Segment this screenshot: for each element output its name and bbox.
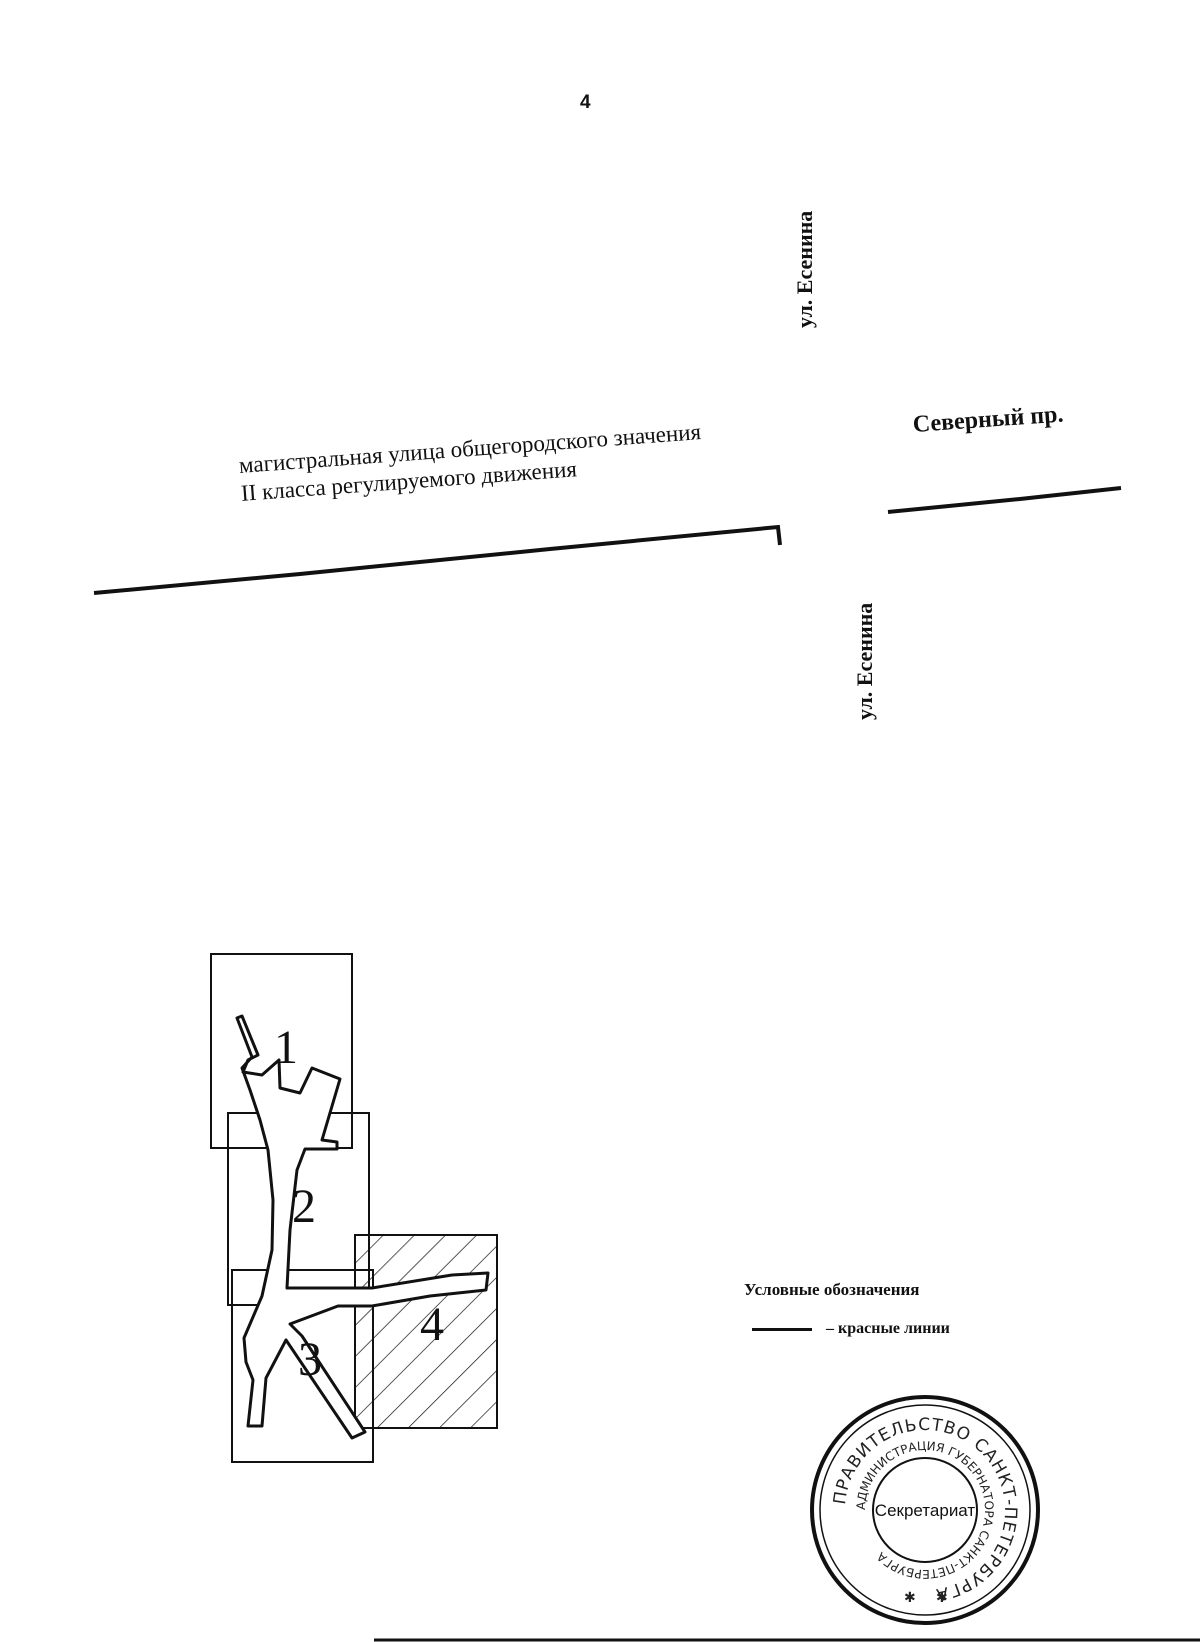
seal-star-left: ✱ (904, 1590, 916, 1606)
territory-outline (235, 1014, 490, 1440)
red-line-east (887, 486, 1122, 514)
sheet-number-2: 2 (292, 1180, 316, 1233)
legend-swatch-line (752, 1327, 812, 1331)
seal-center-text: Секретариат (875, 1501, 976, 1520)
legend-label-red-lines: – красные линии (826, 1320, 950, 1337)
seal-ring-3 (872, 1457, 978, 1563)
sheet-frame-4 (354, 1234, 498, 1429)
seal-outer-ring (810, 1395, 1040, 1625)
seal-star-right: ✱ (936, 1590, 948, 1606)
page-number: 4 (580, 92, 591, 113)
sheet-number-3: 3 (298, 1333, 322, 1386)
official-seal: ПРАВИТЕЛЬСТВО САНКТ-ПЕТЕРБУРГА АДМИНИСТР… (810, 1395, 1040, 1625)
legend-item-red-lines: – красные линии (752, 1320, 950, 1338)
sheet-frame-3 (231, 1269, 374, 1463)
sheet-number-4: 4 (420, 1298, 444, 1351)
sheet-number-1: 1 (274, 1021, 298, 1074)
legend-title: Условные обозначения (744, 1280, 920, 1299)
red-line-west (93, 524, 782, 595)
seal-ring-2 (819, 1404, 1031, 1616)
